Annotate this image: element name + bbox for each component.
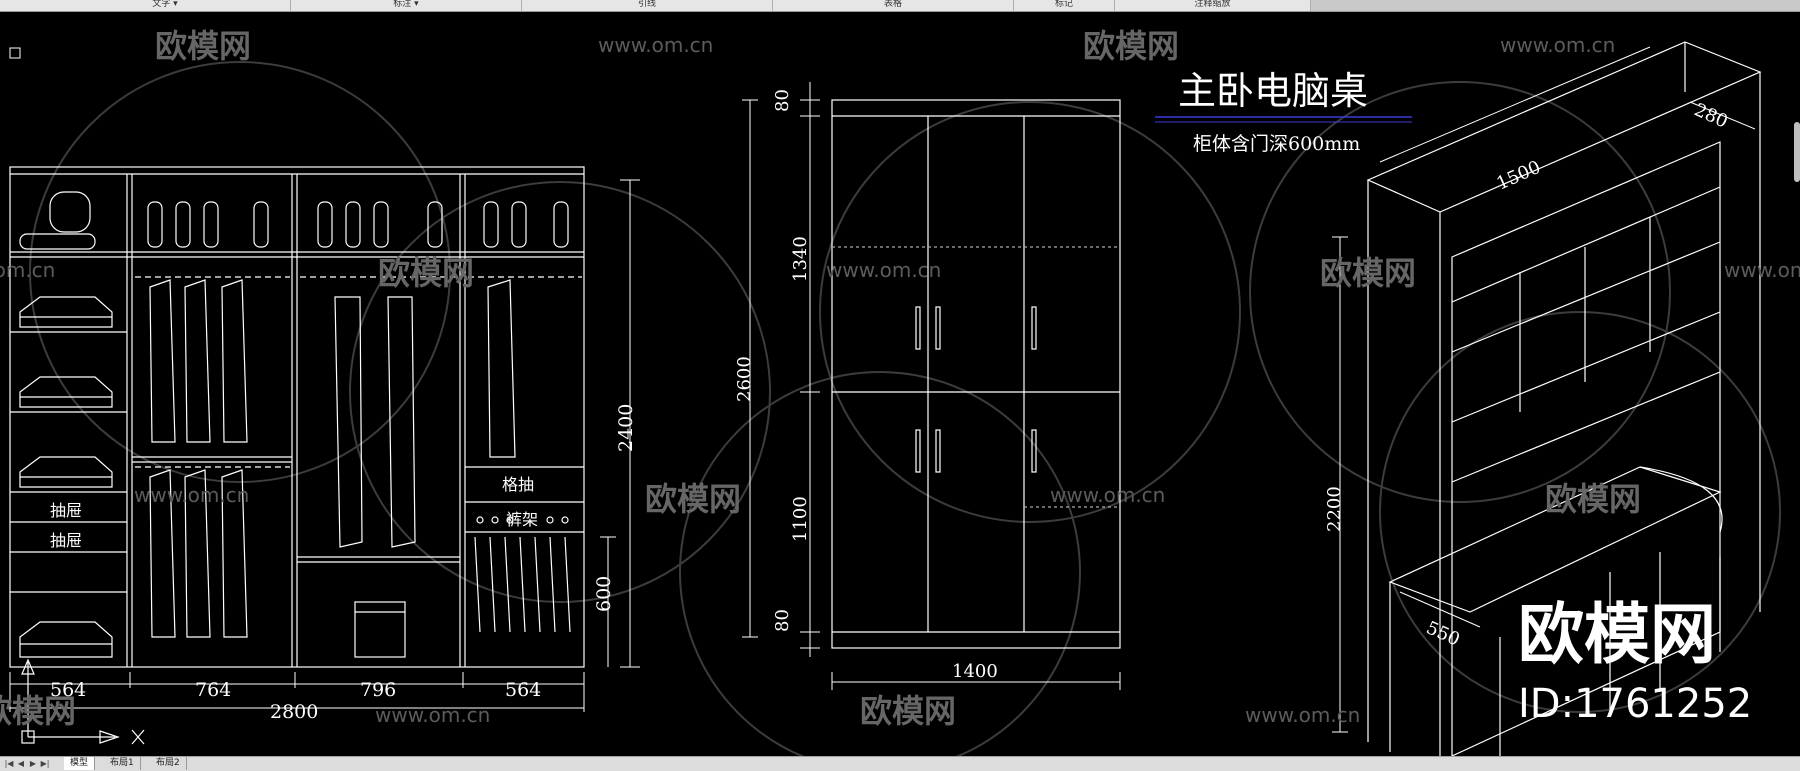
watermark-site: www.om.cn [1724,258,1800,282]
dim-cab-width: 1400 [952,661,998,682]
tab-nav-prev-button[interactable]: ◀ [17,759,25,768]
dim-w3: 796 [360,679,396,701]
ribbon-panel-bar: 文字 ▾ 标注 ▾ 引线 表格 标记 注释缩放 [0,0,1800,12]
dim-height: 2400 [615,404,637,452]
wardrobe-dimension-lines [9,179,640,712]
ucs-icon [21,658,145,745]
ribbon-group-dimension[interactable]: 标注 ▾ [291,0,522,11]
ribbon-group-leader[interactable]: 引线 [522,0,773,11]
watermark-circles [29,61,1781,756]
watermark-site-texts: www.om.cn www.om.cn www.om.cn www.om.cn … [0,33,1800,727]
dim-iso-height: 2200 [1324,486,1345,532]
ribbon-group-empty [1311,0,1800,11]
watermark-site: www.om.cn [1500,33,1615,57]
wardrobe-elevation [9,166,585,668]
vertical-scrollbar-thumb[interactable] [1794,122,1800,182]
ribbon-group-markup[interactable]: 标记 [1014,0,1115,11]
ribbon-group-label: 标注 ▾ [393,0,419,9]
watermark-site: www.om.cn [826,258,941,282]
watermark-brand: 欧模网 [860,692,956,730]
tab-layout1[interactable]: 布局1 [104,757,141,770]
ribbon-group-label: 表格 [883,0,902,9]
label-drawer-2: 抽屉 [50,531,82,550]
watermark-site: www.om.cn [1050,483,1165,507]
dim-w4: 564 [505,679,541,701]
ribbon-group-text[interactable]: 文字 ▾ [40,0,291,11]
ribbon-group-table[interactable]: 表格 [773,0,1014,11]
dim-w2: 764 [195,679,231,701]
watermark-brand: 欧模网 [0,692,76,730]
watermark-brand: 欧模网 [155,27,251,65]
label-drawer-1: 抽屉 [50,501,82,520]
watermark-brand: 欧模网 [1545,480,1641,518]
cabinet-dimension-lines [742,82,1121,690]
isometric-view [1366,41,1762,756]
label-pants-rack: 裤架 [506,510,538,529]
dim-cab-overall: 2600 [734,356,755,402]
watermark-site: www.om.cn [375,703,490,727]
ribbon-group-label: 标记 [1054,0,1073,9]
ribbon-group-label: 注释缩放 [1194,0,1231,9]
ribbon-group-label: 文字 ▾ [152,0,178,9]
cabinet-dimension-text: 80 1340 2600 1100 80 1400 [734,89,998,682]
tab-nav-first-button[interactable]: |◀ [4,759,14,768]
watermark-brand: 欧模网 [378,254,474,292]
watermark-site: www.om.cn [134,483,249,507]
dim-cab-upper: 1340 [790,236,811,282]
ribbon-group-annotation-scale[interactable]: 注释缩放 [1115,0,1311,11]
viewport-marker [9,47,21,59]
watermark-site: www.om.cn [598,33,713,57]
cad-drawing: 抽屉 抽屉 格抽 裤架 564 764 796 564 2800 2400 60… [0,12,1800,756]
watermark-site: www.om.cn [1245,703,1360,727]
tab-nav-last-button[interactable]: ▶| [40,759,50,768]
ribbon-group-label: 引线 [637,0,656,9]
watermark-brand: 欧模网 [1320,254,1416,292]
dim-total-width: 2800 [270,701,318,723]
label-grid-drawer: 格抽 [502,475,534,494]
layout-tab-bar: |◀ ◀ ▶ ▶| 模型 布局1 布局2 [0,756,1800,771]
dim-cab-top: 80 [772,89,793,112]
tab-layout2[interactable]: 布局2 [150,757,187,770]
tab-nav-next-button[interactable]: ▶ [29,759,37,768]
cabinet-elevation [831,99,1121,649]
overlay-brand: 欧模网 [1518,596,1716,673]
dim-w1: 564 [50,679,86,701]
dim-lower: 600 [593,576,615,612]
watermark-brand: 欧模网 [1083,27,1179,65]
wardrobe-labels: 抽屉 抽屉 格抽 裤架 [50,475,538,550]
drawing-canvas[interactable]: 抽屉 抽屉 格抽 裤架 564 764 796 564 2800 2400 60… [0,12,1800,756]
drawing-title: 主卧电脑桌 [1178,69,1368,113]
watermark-brand: 欧模网 [645,480,741,518]
drawing-subtitle: 柜体含门深600mm [1193,133,1360,155]
dim-cab-lower: 1100 [790,496,811,542]
overlay-id: ID:1761252 [1518,681,1752,727]
watermark-site: www.om.cn [0,258,55,282]
wardrobe-dimension-text: 564 764 796 564 2800 2400 600 [50,404,637,723]
iso-dimension-lines [1332,46,1756,733]
watermark-brand-texts: 欧模网 欧模网 欧模网 欧模网 欧模网 欧模网 欧模网 欧模网 [0,27,1641,730]
tab-model[interactable]: 模型 [64,757,96,770]
dim-cab-bottom: 80 [772,609,793,632]
